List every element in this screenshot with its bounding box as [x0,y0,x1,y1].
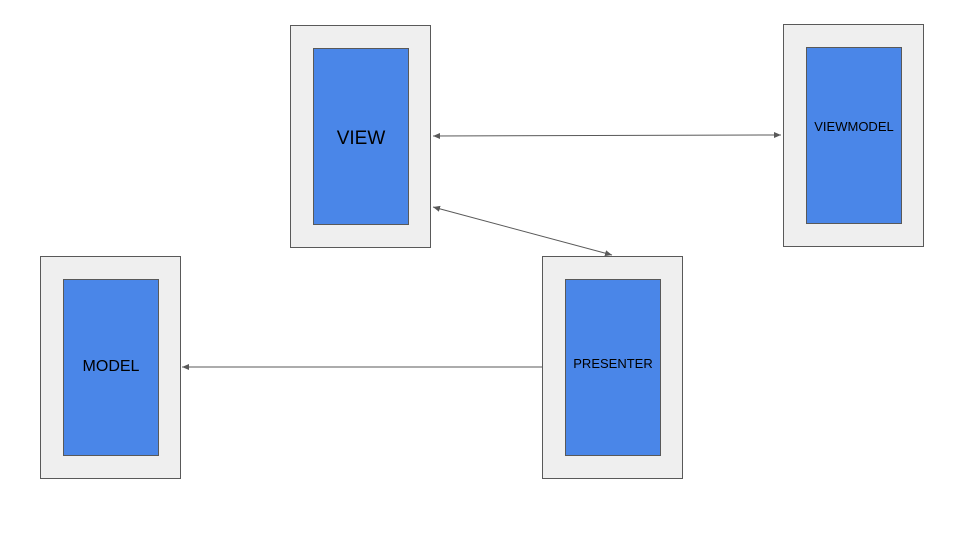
model-inner-box: MODEL [63,279,159,456]
presenter-node: PRESENTER [542,256,683,479]
viewmodel-label: VIEWMODEL [814,118,894,134]
presenter-label: PRESENTER [573,356,653,371]
edge-view-viewmodel [432,132,782,139]
view-label: VIEW [336,128,386,149]
edge-view-presenter [432,205,613,257]
viewmodel-inner-box: VIEWMODEL [806,47,902,224]
model-label: MODEL [82,357,140,375]
viewmodel-node: VIEWMODEL [783,24,924,247]
model-node: MODEL [40,256,181,479]
view-node: VIEW [290,25,431,248]
view-inner-box: VIEW [313,48,409,225]
presenter-inner-box: PRESENTER [565,279,661,456]
